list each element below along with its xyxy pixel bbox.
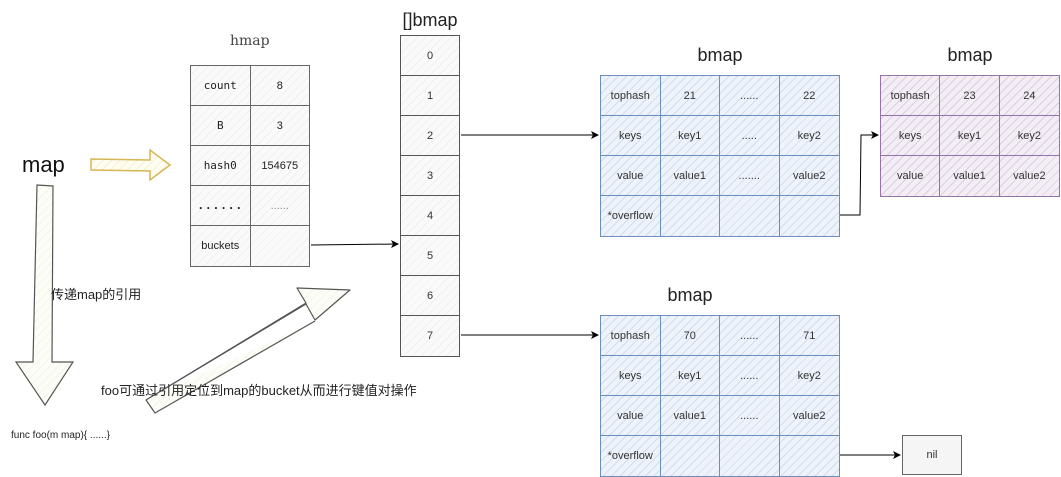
bucket-slot: 5 [401,236,459,276]
hmap-row: hash0 154675 [191,146,309,186]
pass-reference-label: 传递map的引用 [51,287,142,302]
bucket-cell: key2 [797,129,821,142]
hmap-key: hash0 [191,146,251,185]
bucket-cell: ...... [720,316,780,355]
bucket-cell: value1 [661,396,720,435]
bucket-array: 0 1 2 3 4 5 6 7 [400,35,460,357]
bucket-slot: 7 [426,330,434,342]
bucket-cell: ...... [720,356,780,395]
bucket-cell: ...... [720,396,780,435]
bucket-cell: keys [881,116,941,155]
connector-buckets-to-array [310,240,399,249]
bucket-array-title: []bmap [402,10,458,30]
connector-overflow-to-bucket [840,131,879,216]
hmap-value: ...... [270,199,289,212]
bucket-cell: 70 [661,316,720,355]
bucket-cell: 23 [940,76,1000,115]
bucket-row: *overflow [601,196,839,236]
hmap-value [251,226,310,266]
down-arrow-pass-reference [14,184,75,407]
bucket-cell: 71 [803,329,816,342]
bucket-cell: value [881,156,941,196]
bucket-cell: 22 [803,89,816,102]
bucket-bottom-title: bmap [667,285,713,305]
hmap-row: buckets [191,226,309,266]
bucket-cell: ...... [720,76,780,115]
bucket-cell: key2 [797,369,821,382]
hmap-value: 8 [276,79,283,92]
bucket-cell: 24 [1023,89,1036,102]
bucket-cell: value2 [1013,170,1046,182]
bucket-cell: value1 [661,156,720,195]
bucket-cell: *overflow [601,196,661,236]
func-signature-label: func foo(m map){ ......} [11,430,110,441]
bucket-cell: keys [601,116,661,155]
yellow-arrow-map-to-hmap [90,148,172,182]
bucket-cell: value2 [793,409,826,422]
bucket-cell: ..... [720,116,780,155]
bucket-cell: value [601,156,661,195]
bucket-cell [720,436,780,476]
bucket-slot: 0 [401,36,459,76]
bucket-cell: *overflow [601,436,661,476]
bucket-cell: 21 [661,76,720,115]
bucket-slot: 2 [401,116,459,156]
hmap-key: B [191,106,251,145]
map-label: map [22,152,65,177]
hmap-row: count 8 [191,66,309,106]
bucket-cell [720,196,780,236]
bucket-row: *overflow [601,436,839,476]
bucket-cell: value2 [793,169,826,182]
bucket-cell: keys [601,356,661,395]
bucket-cell [661,196,720,236]
hmap-row: ............ [191,186,309,226]
bucket-cell: key2 [1017,129,1041,142]
bucket-cell: tophash [881,76,941,115]
bucket-cell: tophash [601,76,661,115]
bucket-slot: 4 [401,196,459,236]
bucket-cell: value [601,396,661,435]
bucket-cell: key1 [661,116,720,155]
foo-description-label: foo可通过引用定位到map的bucket从而进行键值对操作 [101,383,417,398]
bucket-cell: tophash [601,316,661,355]
hmap-key: count [191,66,251,105]
bucket-cell: key1 [940,116,1000,155]
bucket-cell [780,436,840,476]
hmap-title: hmap [230,33,270,49]
hmap-value: 154675 [261,159,299,172]
nil-box: nil [902,435,962,475]
hmap-value: 3 [276,119,283,132]
hmap-key: ...... [191,186,251,225]
bucket-cell [780,196,840,236]
hmap-key: buckets [191,226,251,266]
bucket-slot: 1 [401,76,459,116]
bucket-slot: 6 [401,276,459,316]
bucket-top-title: bmap [697,45,743,65]
diagonal-arrow-foo-to-bucket [145,287,351,414]
bucket-cell: ....... [720,156,780,195]
bucket-cell: key1 [661,356,720,395]
bucket-cell [661,436,720,476]
bucket-cell: value1 [940,156,1000,196]
bucket-slot: 3 [401,156,459,196]
bucket-overflow-title: bmap [947,45,993,65]
